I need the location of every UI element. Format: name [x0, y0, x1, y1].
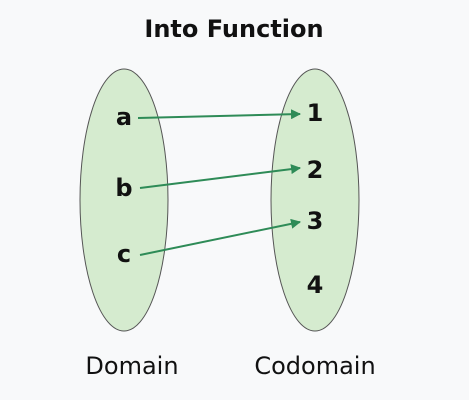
domain-element-a: a	[116, 103, 132, 131]
diagram-title: Into Function	[144, 15, 323, 43]
domain-element-c: c	[117, 240, 131, 268]
codomain-label: Codomain	[254, 352, 375, 380]
codomain-element-1: 1	[307, 99, 324, 127]
arrow-b-to-2	[139, 164, 301, 189]
codomain-element-4: 4	[307, 271, 324, 299]
domain-label: Domain	[85, 352, 178, 380]
arrow-a-to-1	[137, 109, 301, 120]
codomain-set-oval	[270, 68, 360, 332]
domain-set-oval	[79, 68, 169, 332]
codomain-element-2: 2	[307, 156, 324, 184]
codomain-element-3: 3	[307, 207, 324, 235]
arrow-c-to-3	[139, 218, 301, 256]
domain-element-b: b	[115, 174, 132, 202]
